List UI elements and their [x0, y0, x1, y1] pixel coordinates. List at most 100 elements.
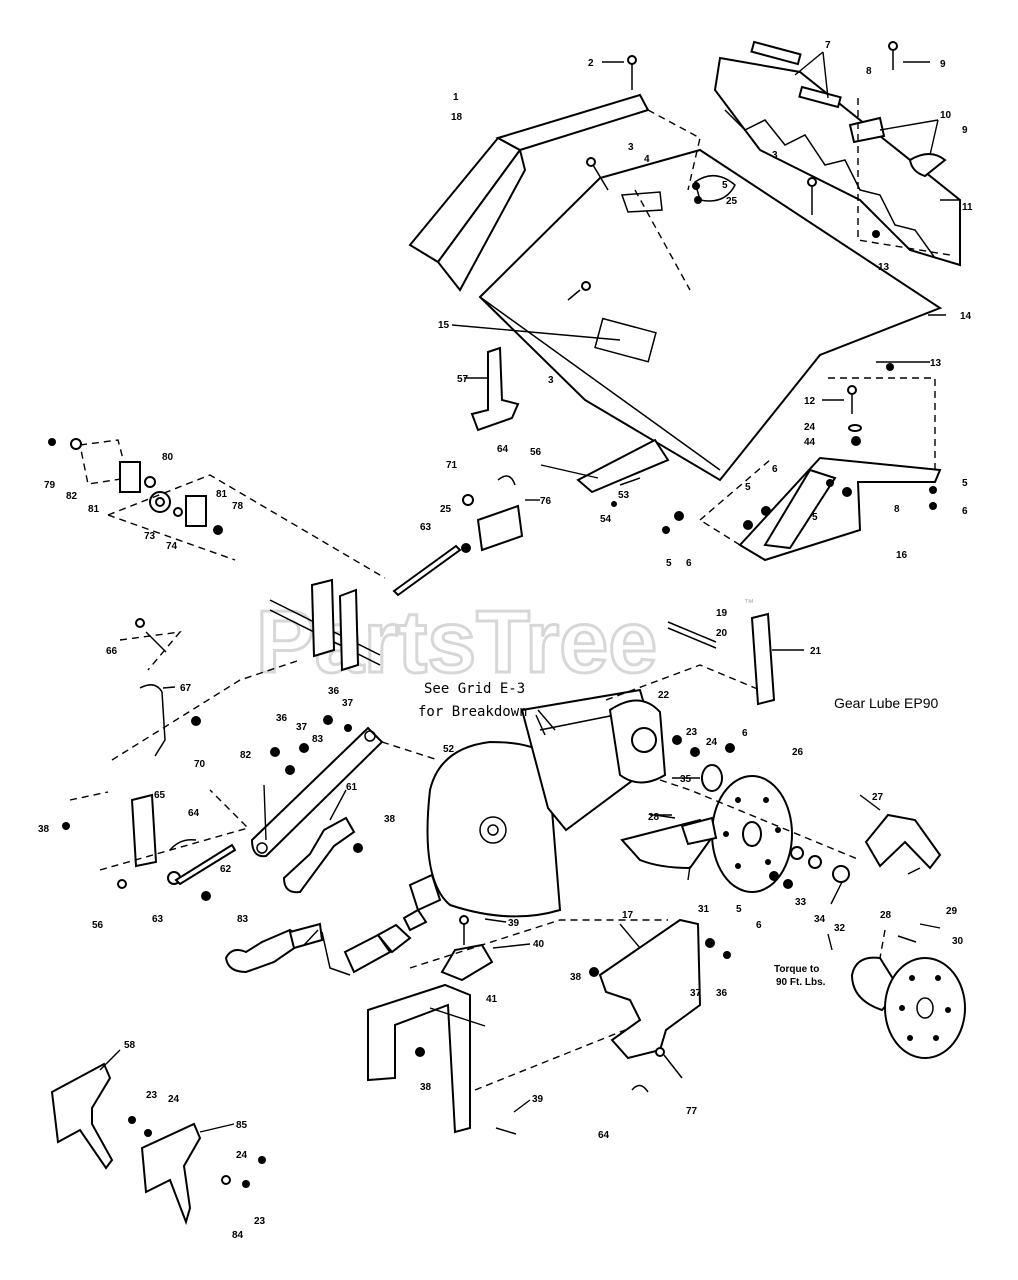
depth-bar-21	[605, 612, 776, 706]
callout-64: 64	[598, 1130, 610, 1141]
callout-16: 16	[896, 550, 908, 561]
hood-dashed-guides	[634, 98, 951, 546]
callout-78: 78	[232, 501, 244, 512]
callout-38: 38	[420, 1082, 432, 1093]
callout-38: 38	[38, 824, 50, 835]
tine-27	[864, 813, 942, 870]
cradle-bracket-41	[367, 919, 668, 1135]
callout-81: 81	[216, 489, 228, 500]
callout-36: 36	[716, 988, 728, 999]
callout-8: 8	[866, 66, 872, 77]
callout-20: 20	[716, 628, 728, 639]
tiller-frame-rails	[269, 578, 381, 672]
lift-arm-61	[282, 816, 356, 894]
callout-11: 11	[962, 202, 973, 213]
callout-73: 73	[144, 531, 156, 542]
callout-61: 61	[346, 782, 358, 793]
bracket-65	[62, 789, 250, 901]
callout-44: 44	[804, 437, 816, 448]
hitch-pin-63	[392, 544, 462, 597]
callout-28: 28	[880, 910, 892, 921]
lower-hardware	[631, 1047, 683, 1093]
callout-23: 23	[146, 1090, 158, 1101]
callout-6: 6	[686, 558, 692, 569]
callout-58: 58	[124, 1040, 136, 1051]
see-grid-arrow	[535, 714, 546, 736]
callout-3: 3	[548, 375, 554, 386]
callout-leaders	[99, 51, 960, 1133]
callout-65: 65	[154, 790, 166, 801]
callout-26: 26	[792, 747, 804, 758]
hood-right-bracket	[738, 456, 942, 562]
callout-66: 66	[106, 646, 118, 657]
callout-76: 76	[540, 496, 552, 507]
callout-24: 24	[236, 1150, 248, 1161]
callout-40: 40	[533, 939, 545, 950]
callout-41: 41	[486, 994, 498, 1005]
callout-14: 14	[960, 311, 972, 322]
callout-38: 38	[384, 814, 396, 825]
lift-linkage-66-67	[111, 618, 301, 761]
callout-67: 67	[180, 683, 192, 694]
hood-top-panel	[478, 148, 943, 482]
callout-24: 24	[168, 1094, 180, 1105]
callout-88: 83	[237, 914, 249, 925]
callout-27: 27	[872, 792, 884, 803]
callout-54: 54	[600, 514, 612, 525]
callout-63: 63	[152, 914, 164, 925]
callout-23: 23	[254, 1216, 266, 1227]
bracket-58	[50, 1062, 114, 1170]
callout-37: 37	[342, 698, 354, 709]
callout-28: 28	[648, 812, 660, 823]
callout-34: 34	[814, 914, 826, 925]
gear-lube-note: Gear Lube EP90	[834, 695, 939, 711]
callout-63: 63	[420, 522, 432, 533]
tine-hub-flange-26	[711, 775, 793, 893]
callout-71: 71	[446, 460, 458, 471]
callout-77: 77	[686, 1106, 698, 1117]
callout-24: 24	[804, 422, 816, 433]
callout-37: 37	[690, 988, 702, 999]
callout-33: 33	[795, 897, 807, 908]
callout-25: 25	[726, 196, 738, 207]
drive-shaft-88	[224, 908, 428, 976]
callout-5: 5	[812, 512, 818, 523]
callout-70: 70	[194, 759, 206, 770]
callout-83: 83	[312, 734, 324, 745]
callout-3: 3	[628, 142, 634, 153]
callout-81: 81	[88, 504, 100, 515]
mount-bracket-40	[440, 915, 494, 982]
callout-15: 15	[438, 320, 450, 331]
callout-53: 53	[618, 490, 630, 501]
callout-31: 31	[698, 904, 710, 915]
lift-arm-82	[250, 726, 384, 858]
callout-17: 17	[622, 910, 634, 921]
hood-hardware	[567, 41, 937, 534]
callout-5: 5	[736, 904, 742, 915]
callout-39: 39	[532, 1094, 544, 1105]
callout-9: 9	[962, 125, 968, 136]
callout-37: 37	[296, 722, 308, 733]
callout-1: 1	[453, 92, 459, 103]
callout-36: 36	[328, 686, 340, 697]
callout-39: 39	[508, 918, 520, 929]
callout-62: 62	[220, 864, 232, 875]
callout-85: 85	[236, 1120, 248, 1131]
callout-21: 21	[810, 646, 822, 657]
tine-31	[620, 816, 718, 870]
bracket-57	[470, 346, 520, 432]
clip-76	[461, 475, 641, 553]
callout-6: 6	[756, 920, 762, 931]
callout-13: 13	[878, 262, 890, 273]
callout-30: 30	[952, 936, 964, 947]
see-grid-note-line2: for Breakdown	[418, 704, 528, 720]
callout-23: 23	[686, 727, 698, 738]
callout-3: 3	[772, 150, 778, 161]
callout-12: 12	[804, 396, 816, 407]
support-bracket-17	[589, 918, 731, 1060]
callout-13: 13	[930, 358, 942, 369]
deflector-56	[576, 438, 670, 494]
callout-32: 32	[834, 923, 846, 934]
hood-left-side-panel	[408, 93, 650, 292]
